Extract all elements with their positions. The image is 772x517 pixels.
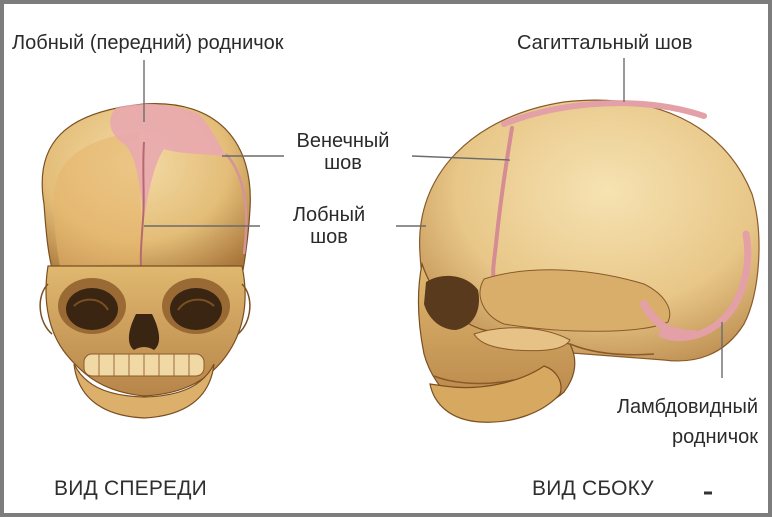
label-lambdoid-fontanel: Ламбдовидный родничок [617,396,758,448]
label-frontal-suture: Лобный шов [266,204,392,248]
diagram-canvas: Лобный (передний) родничок Сагиттальный … [4,4,768,513]
front-skull [40,104,250,418]
label-lambdoid-fontanel-line1: Ламбдовидный [617,396,758,418]
side-skull [418,100,759,422]
caption-front-view: ВИД СПЕРЕДИ [54,478,207,500]
label-lambdoid-fontanel-line2: родничок [617,426,758,448]
label-frontal-suture-line1: Лобный [266,204,392,226]
label-coronal-suture: Венечный шов [284,130,402,174]
label-frontal-fontanel: Лобный (передний) родничок [12,32,284,54]
label-sagittal-suture: Сагиттальный шов [517,32,693,54]
caption-side-view: ВИД СБОКУ [532,478,654,500]
label-frontal-suture-line2: шов [266,226,392,248]
label-coronal-suture-line2: шов [284,152,402,174]
label-coronal-suture-line1: Венечный [284,130,402,152]
